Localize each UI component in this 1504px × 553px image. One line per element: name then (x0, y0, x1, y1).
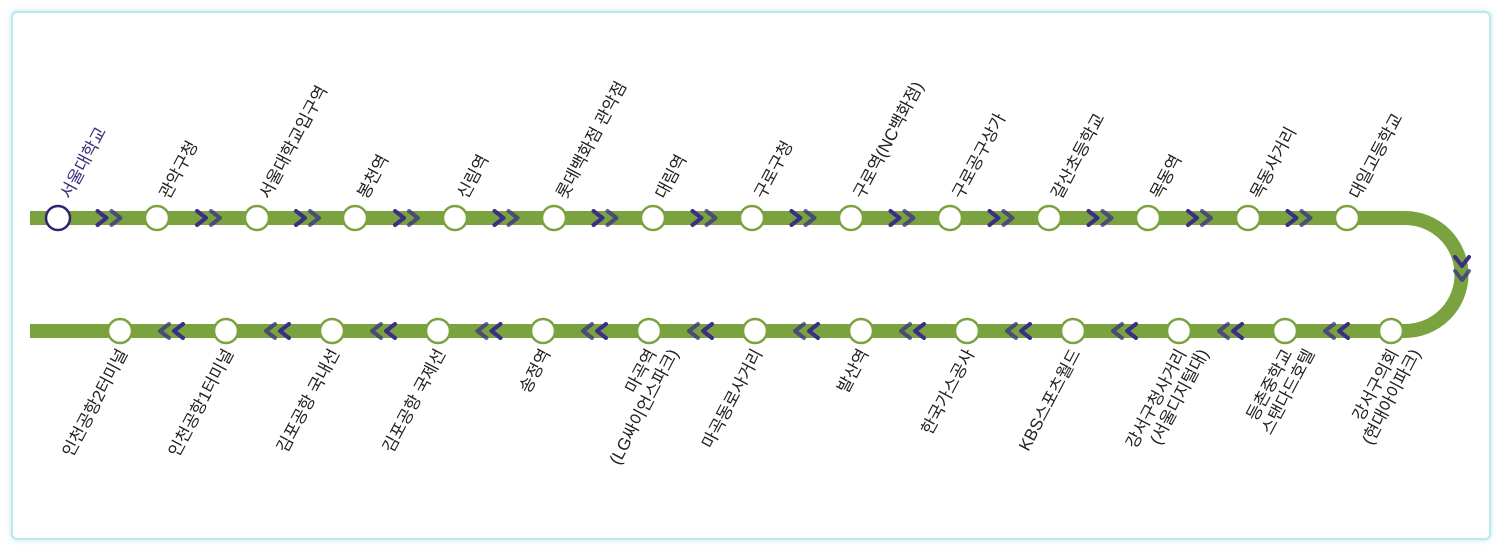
arrow-left-icon (370, 322, 397, 340)
arrow-left-icon (1217, 322, 1244, 340)
arrow-right-icon (690, 209, 718, 227)
stop (540, 204, 568, 232)
arrow-left-icon (687, 322, 714, 340)
stop-label: 한국가스공사 (918, 346, 979, 438)
stop (639, 204, 667, 232)
stop-label: 구로역(NC백화점) (850, 78, 928, 201)
stop (1333, 204, 1361, 232)
arrow-left-icon (1323, 322, 1350, 340)
arrow-right-icon (393, 209, 420, 227)
arrow-right-icon (95, 209, 123, 227)
stop (847, 317, 875, 345)
arrow-left-icon (581, 322, 608, 340)
stop (741, 317, 769, 345)
arrow-right-icon (1186, 209, 1213, 227)
stop-label: 김포공항 국제선 (379, 346, 449, 456)
arrow-right-icon (1285, 209, 1313, 227)
arrow-left-icon (264, 322, 291, 340)
stop (341, 204, 369, 232)
stop (106, 317, 134, 345)
arrow-right-icon (1086, 209, 1114, 227)
route-map-frame (11, 11, 1491, 540)
arrow-right-icon (591, 209, 619, 227)
stop-label: 신림역 (454, 152, 493, 202)
stop-label: 마곡동로사거리 (698, 346, 766, 452)
arrow-left-icon (793, 322, 820, 340)
stop (212, 317, 240, 345)
stop-label: 인천공항2터미널 (59, 346, 132, 460)
stop-label: 구로구청 (751, 138, 797, 202)
arrow-left-icon (899, 322, 926, 340)
stop-label: 서울대학교입구역 (256, 82, 332, 201)
arrow-right-icon (888, 209, 916, 227)
stop (243, 204, 271, 232)
stop-label: 목동역 (1147, 152, 1186, 202)
stop (529, 317, 557, 345)
stop (1134, 204, 1162, 232)
stop (1234, 204, 1262, 232)
stop-label: 롯데백화점 관악점 (553, 78, 631, 202)
stop-label: 봉천역 (354, 152, 393, 202)
stop-label: 대일고등학교 (1346, 110, 1407, 202)
stop-current (44, 204, 72, 232)
arrow-right-icon (789, 209, 817, 227)
arrow-left-icon (475, 322, 503, 340)
stop (1059, 317, 1087, 345)
stop (143, 204, 171, 232)
arrow-left-icon (158, 322, 185, 340)
stop (1271, 317, 1299, 345)
stop (936, 204, 964, 232)
stop (738, 204, 766, 232)
stop-label: 목동사거리 (1247, 124, 1300, 202)
stop-label: 구로공구상가 (949, 110, 1010, 202)
stop-label: 김포공항 국내선 (273, 346, 343, 456)
stop-label: 인천공항1터미널 (165, 346, 238, 460)
stop-label: 발산역 (834, 346, 873, 396)
arrow-right-icon (492, 209, 520, 227)
stop (953, 317, 981, 345)
arrow-down-icon (1453, 255, 1471, 282)
stop-label: 갈산초등학교 (1048, 110, 1109, 202)
arrow-left-icon (1111, 322, 1138, 340)
direction-arrows (95, 209, 1471, 340)
stop-label: KBS스포츠월드 (1015, 346, 1084, 454)
stop (1035, 204, 1063, 232)
stop (441, 204, 469, 232)
stop-label: 대림역 (652, 152, 691, 202)
route-line (30, 211, 1469, 338)
stop (424, 317, 452, 345)
stop (1377, 317, 1405, 345)
stop (1165, 317, 1193, 345)
stop-label: 송정역 (516, 346, 555, 396)
stop-label: 관악구청 (156, 138, 202, 202)
arrow-left-icon (1005, 322, 1032, 340)
stop (837, 204, 865, 232)
route-track (30, 211, 1469, 338)
stop-label: 서울대학교 (57, 124, 110, 202)
arrow-right-icon (195, 209, 222, 227)
arrow-right-icon (294, 209, 321, 227)
stop (318, 317, 346, 345)
arrow-right-icon (987, 209, 1015, 227)
stop (635, 317, 663, 345)
stops (44, 204, 1405, 345)
